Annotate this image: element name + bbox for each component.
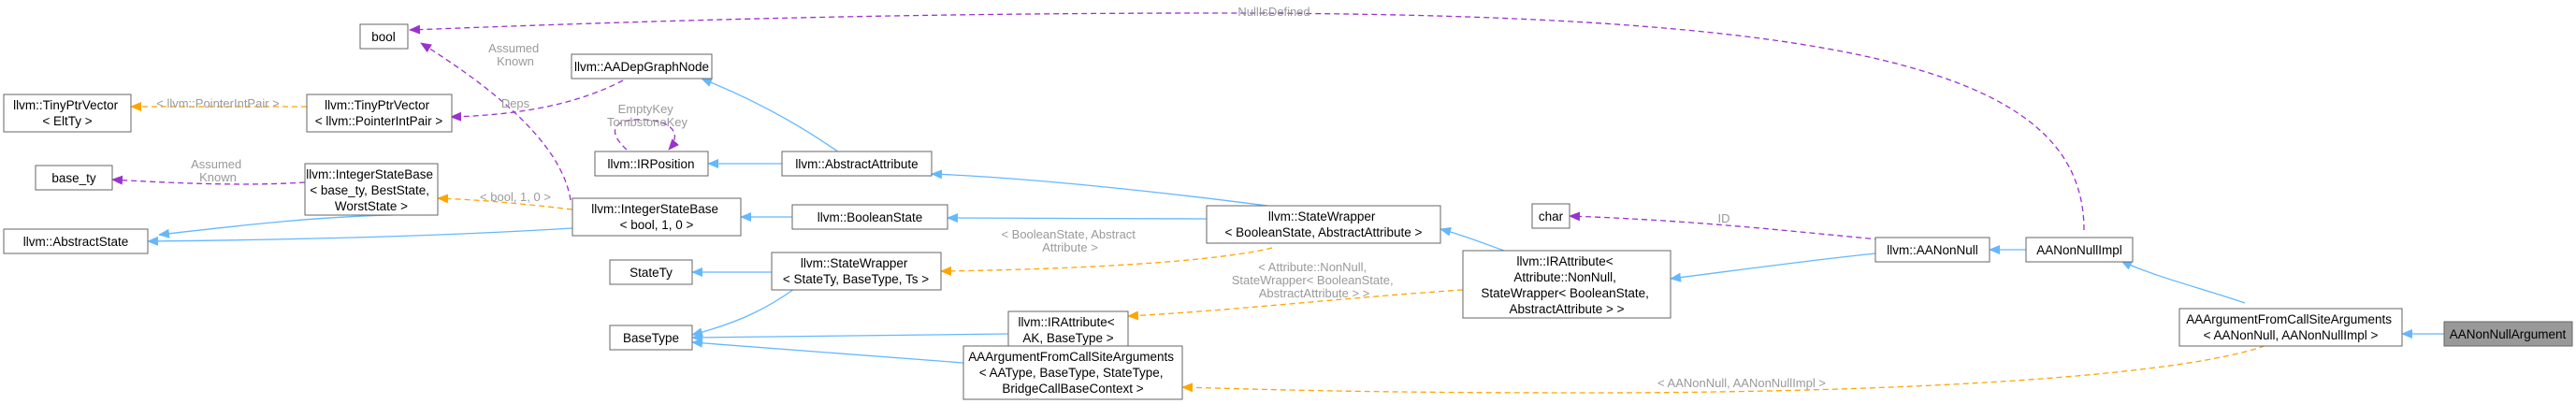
node-abstractattribute[interactable]: llvm::AbstractAttribute	[781, 151, 933, 177]
node-tinyptrvector-pointerintpair[interactable]: llvm::TinyPtrVector < llvm::PointerIntPa…	[306, 94, 453, 133]
svg-text:llvm::IRPosition: llvm::IRPosition	[607, 157, 694, 171]
node-irattribute-nonnull[interactable]: llvm::IRAttribute< Attribute::NonNull, S…	[1462, 250, 1672, 319]
node-integerstatebase-bool[interactable]: llvm::IntegerStateBase < bool, 1, 0 >	[572, 197, 742, 237]
edge-bool-1-0	[437, 194, 573, 210]
edge-label-isnulldefined: NullIsDefined	[1237, 5, 1310, 19]
svg-text:llvm::AbstractState: llvm::AbstractState	[23, 235, 129, 249]
edge-isbbool-abstractstate	[147, 227, 573, 246]
node-irattribute-generic[interactable]: llvm::IRAttribute< AK, BaseType >	[1007, 310, 1129, 350]
edge-assumed-known-base	[111, 175, 306, 185]
svg-text:AANonNullImpl: AANonNullImpl	[2036, 243, 2122, 257]
svg-text:llvm::IRAttribute< At: llvm::IRAttribute< Attribute::NonNull, S…	[1481, 254, 1652, 316]
edge-aafcsa-basetype	[691, 338, 964, 364]
edge-irattr-basetype	[691, 332, 1009, 342]
edge-label-booleanstate-aa: < BooleanState, Abstract Attribute >	[1001, 227, 1138, 254]
svg-text:llvm::IntegerStateBase: llvm::IntegerStateBase < base_ty, BestSt…	[306, 167, 437, 213]
svg-text:llvm::AADepGraphNode: llvm::AADepGraphNode	[574, 60, 709, 74]
svg-text:AANonNullArgument: AANonNullArgument	[2450, 327, 2567, 341]
node-aafcsa-nonnull[interactable]: AAArgumentFromCallSiteArguments < AANonN…	[2178, 308, 2403, 347]
edge-label-attr-nonnull: < Attribute::NonNull, StateWrapper< Bool…	[1232, 260, 1397, 300]
edge-aanonnull-irattr	[1670, 252, 1876, 282]
svg-text:llvm::AANonNull: llvm::AANonNull	[1887, 243, 1978, 257]
node-base-ty[interactable]: base_ty	[35, 165, 113, 191]
node-aanonnullargument[interactable]: AANonNullArgument	[2443, 321, 2573, 347]
node-tinyptrvector-eltty[interactable]: llvm::TinyPtrVector < EltTy >	[3, 94, 132, 133]
edge-label-emptykey: EmptyKey TombstoneKey	[607, 102, 687, 129]
edge-swboolean-abstractattr	[931, 169, 1290, 209]
svg-text:BaseType: BaseType	[623, 331, 679, 345]
edge-aafcsa-impl	[2120, 260, 2246, 304]
svg-text:AAArgumentFromCallSiteArgument: AAArgumentFromCallSiteArguments < AANonN…	[2186, 312, 2395, 342]
node-abstractstate[interactable]: llvm::AbstractState	[3, 228, 149, 254]
edge-abstractattr-aadep	[701, 78, 840, 153]
node-statewrapper-generic[interactable]: llvm::StateWrapper < StateTy, BaseType, …	[771, 252, 942, 291]
edge-emptykey	[614, 119, 679, 151]
node-char[interactable]: char	[1531, 203, 1570, 229]
edge-isnulldefined	[409, 12, 2085, 231]
svg-text:llvm::TinyPtrVector <: llvm::TinyPtrVector < llvm::PointerIntPa…	[315, 98, 443, 128]
node-aafcsa-generic[interactable]: AAArgumentFromCallSiteArguments < AAType…	[962, 345, 1183, 400]
svg-text:llvm::TinyPtrVector <: llvm::TinyPtrVector < EltTy >	[13, 98, 122, 128]
svg-text:AAArgumentFromCallSiteArgument: AAArgumentFromCallSiteArguments < AAType…	[968, 350, 1178, 396]
node-aanonnull[interactable]: llvm::AANonNull	[1874, 237, 1990, 263]
node-irposition[interactable]: llvm::IRPosition	[594, 151, 709, 177]
node-booleanstate[interactable]: llvm::BooleanState	[791, 204, 948, 230]
svg-text:base_ty: base_ty	[51, 171, 96, 185]
edge-label-id: ID	[1718, 211, 1730, 225]
svg-text:StateTy: StateTy	[630, 266, 673, 280]
edge-label-bool-1-0: < bool, 1, 0 >	[480, 190, 551, 204]
node-statewrapper-booleanstate[interactable]: llvm::StateWrapper < BooleanState, Abstr…	[1206, 205, 1441, 244]
svg-text:llvm::StateWrapper < S: llvm::StateWrapper < StateTy, BaseType, …	[783, 256, 929, 286]
node-aanonnullimpl[interactable]: AANonNullImpl	[2025, 237, 2134, 263]
node-statety[interactable]: StateTy	[609, 259, 693, 285]
svg-text:bool: bool	[371, 30, 396, 44]
svg-text:llvm::AbstractAttribute: llvm::AbstractAttribute	[795, 157, 918, 171]
svg-text:llvm::IRAttribute< AK: llvm::IRAttribute< AK, BaseType >	[1019, 315, 1119, 345]
edge-attr-nonnull	[1127, 289, 1464, 321]
node-integerstatebase-generic[interactable]: llvm::IntegerStateBase < base_ty, BestSt…	[304, 163, 439, 216]
svg-text:llvm::BooleanState: llvm::BooleanState	[818, 210, 923, 224]
edge-label-assumed-known-base: Assumed Known	[191, 157, 245, 184]
edge-swboolean-booleanstate	[947, 213, 1208, 224]
edge-booleanstate-aa	[940, 247, 1273, 276]
edge-label-assumed-known-bool: Assumed Known	[488, 41, 543, 68]
edge-swgeneric-basetype	[691, 286, 798, 338]
svg-text:llvm::IntegerStateBase: llvm::IntegerStateBase < bool, 1, 0 >	[591, 202, 722, 232]
edge-label-deps: Deps	[501, 96, 530, 110]
node-bool[interactable]: bool	[359, 23, 409, 50]
node-basetype[interactable]: BaseType	[609, 325, 693, 351]
edge-isbgeneric-abstractstate	[158, 214, 394, 238]
edge-irattr-swboolean	[1440, 226, 1505, 252]
svg-text:llvm::StateWrapper < B: llvm::StateWrapper < BooleanState, Abstr…	[1225, 209, 1423, 239]
edge-aanonnull-impl	[1181, 324, 2294, 394]
edge-id	[1569, 211, 1900, 242]
edge-deps	[450, 79, 624, 122]
edge-label-aanonnull-impl: < AANonNull, AANonNullImpl >	[1657, 376, 1826, 390]
edge-label-pointerintpair: < llvm::PointerIntPair >	[156, 96, 280, 110]
node-aadepgraphnode[interactable]: llvm::AADepGraphNode	[571, 53, 713, 79]
svg-text:char: char	[1539, 209, 1564, 224]
edge-assumed-known-bool	[420, 42, 572, 201]
